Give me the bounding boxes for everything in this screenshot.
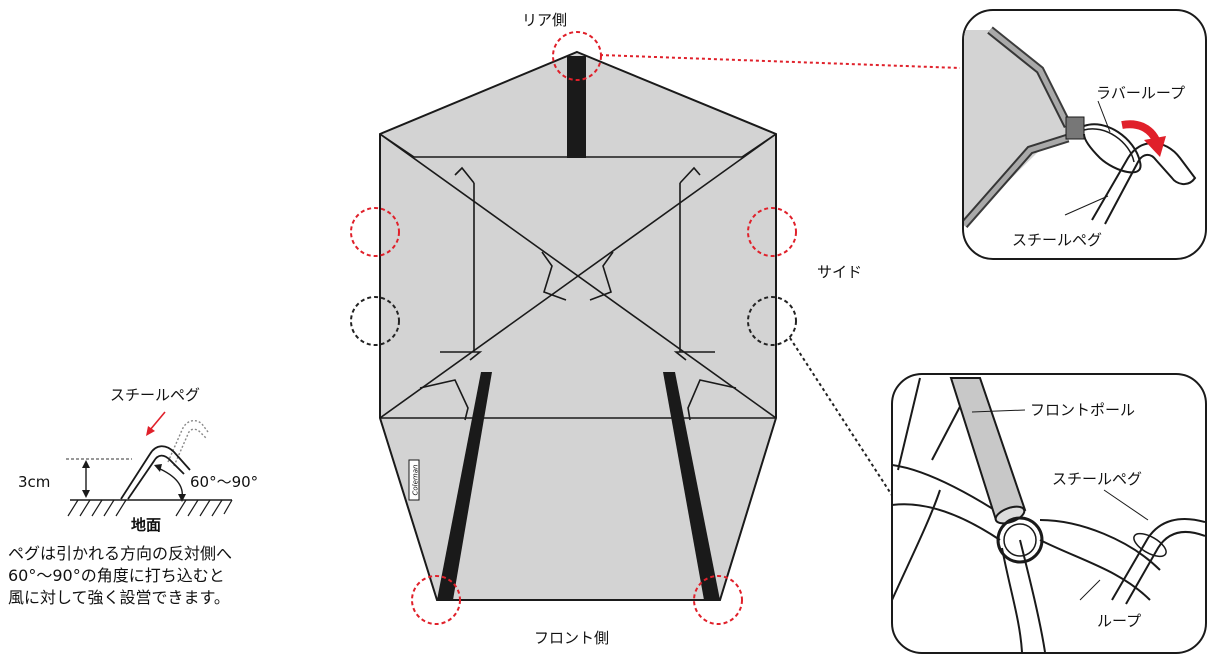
tent-straps xyxy=(437,56,720,600)
rear-strap xyxy=(567,56,586,158)
right-pole-peg-marker xyxy=(747,296,797,346)
right-side-peg-marker xyxy=(747,207,797,257)
tent-top-view: Coleman xyxy=(379,50,777,601)
front-pole-frame xyxy=(891,373,1207,654)
rear-label: リア側 xyxy=(522,11,567,29)
loop-label: ループ xyxy=(1097,612,1141,630)
front-right-peg-marker xyxy=(693,575,743,625)
rubber-loop-tab xyxy=(1065,116,1085,140)
turn-arrow xyxy=(1121,120,1160,143)
front-left-strap xyxy=(437,372,492,600)
brand-tag-text: Coleman xyxy=(412,465,420,496)
depth-label: 3cm xyxy=(18,473,50,491)
peg-icon xyxy=(120,445,191,500)
brand-tag: Coleman xyxy=(408,459,420,501)
front-label: フロント側 xyxy=(534,629,609,647)
rubber-loop-detail: ラバーループ スチールペグ xyxy=(962,9,1207,260)
peg-angle-illustration: スチールペグ 3cm 60°〜90° 地面 xyxy=(18,386,258,534)
note-line-1: ペグは引かれる方向の反対側へ xyxy=(8,544,233,563)
angle-label: 60°〜90° xyxy=(190,473,258,491)
left-pole-peg-marker xyxy=(350,296,400,346)
peg-ghost-icon xyxy=(167,419,209,463)
rubber-loop-label: ラバーループ xyxy=(1096,84,1185,102)
peg-markers xyxy=(350,31,797,625)
ground-label: 地面 xyxy=(131,516,161,534)
front-pole-detail: フロントポール スチールペグ ループ xyxy=(891,373,1207,654)
rear-detail-leader xyxy=(599,54,961,69)
steel-peg-label-bottom: スチールペグ xyxy=(1052,470,1142,488)
turn-arrow-head xyxy=(1144,136,1166,157)
peg-title: スチールペグ xyxy=(110,386,200,404)
front-left-peg-marker xyxy=(411,575,461,625)
steel-peg-icon-bottom xyxy=(1111,518,1205,605)
steel-peg-label-top: スチールペグ xyxy=(1012,231,1102,249)
side-label: サイド xyxy=(817,263,862,281)
pole-loop-ring xyxy=(996,516,1044,564)
front-pole-label: フロントポール xyxy=(1030,401,1135,419)
note-line-2: 60°〜90°の角度に打ち込むと xyxy=(8,566,225,585)
tent-body xyxy=(379,50,777,601)
note-line-3: 風に対して強く設営できます。 xyxy=(8,588,230,607)
angle-arc xyxy=(157,467,183,499)
tent-corner-fill xyxy=(964,30,1075,225)
pull-direction-arrow xyxy=(149,411,166,431)
front-right-strap xyxy=(663,372,720,600)
pole-detail-leader xyxy=(789,337,896,501)
ground-hatching xyxy=(67,499,233,517)
left-side-peg-marker xyxy=(350,207,400,257)
